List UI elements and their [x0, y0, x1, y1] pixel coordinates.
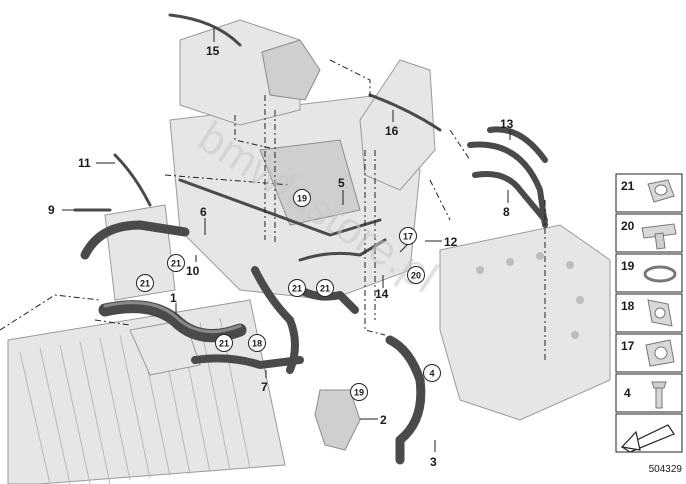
- circled-callout-4: 4: [423, 364, 441, 382]
- air-intake: [179, 19, 301, 126]
- circled-callout-21-a: 21: [167, 254, 185, 272]
- circled-callout-21-d: 21: [316, 279, 334, 297]
- callout-9: 9: [48, 203, 75, 217]
- hose-clamp-icon: [643, 265, 677, 283]
- circled-callout-21-c: 21: [288, 279, 306, 297]
- callout-2: 2: [360, 413, 387, 427]
- callout-5: 5: [338, 176, 345, 205]
- parts-legend: 21 20 19 18: [615, 173, 683, 475]
- svg-text:21: 21: [320, 284, 330, 294]
- svg-text:20: 20: [621, 219, 635, 233]
- svg-text:21: 21: [621, 179, 635, 193]
- svg-text:19: 19: [354, 388, 364, 398]
- svg-text:17: 17: [403, 232, 413, 242]
- legend-item-20: 20: [615, 213, 683, 253]
- callout-8: 8: [503, 190, 510, 219]
- svg-text:4: 4: [429, 369, 434, 379]
- circled-callout-19-bottom: 19: [350, 383, 368, 401]
- circled-callout-18: 18: [248, 334, 266, 352]
- engine-components: [7, 19, 611, 484]
- svg-text:3: 3: [430, 455, 437, 469]
- expansion-tank: [261, 39, 321, 101]
- svg-text:1: 1: [170, 291, 177, 305]
- svg-text:21: 21: [219, 339, 229, 349]
- reference-id: 504329: [649, 464, 683, 475]
- circled-callouts: 19 17 20 21 21 21 21 18: [136, 189, 441, 401]
- callout-16: 16: [385, 110, 399, 138]
- callout-14: 14: [375, 275, 389, 301]
- svg-text:5: 5: [338, 176, 345, 190]
- circled-callout-19-top: 19: [293, 189, 311, 207]
- svg-text:2: 2: [380, 413, 387, 427]
- svg-text:14: 14: [375, 287, 389, 301]
- t-connector-icon: [641, 223, 677, 250]
- clip-icon: [645, 339, 675, 367]
- circled-callout-21-b: 21: [136, 274, 154, 292]
- svg-text:16: 16: [385, 124, 399, 138]
- callout-1: 1: [170, 291, 177, 315]
- legend-item-19: 19: [615, 253, 683, 293]
- clamp-nut-icon: [647, 179, 675, 203]
- svg-text:10: 10: [186, 264, 200, 278]
- assembly-lines: [0, 59, 546, 360]
- svg-text:19: 19: [621, 259, 635, 273]
- svg-text:11: 11: [78, 156, 91, 170]
- callouts: 1 2 3 5 6 7 8 9: [48, 28, 514, 469]
- svg-text:4: 4: [624, 386, 631, 400]
- thermostat-housing: [314, 389, 361, 451]
- callout-7: 7: [261, 370, 268, 394]
- callout-13: 13: [500, 117, 514, 140]
- svg-text:19: 19: [297, 194, 307, 204]
- legend-item-18: 18: [615, 293, 683, 333]
- svg-text:15: 15: [206, 44, 220, 58]
- orientation-arrow-box: [615, 413, 683, 453]
- callout-12: 12: [425, 235, 458, 249]
- svg-text:8: 8: [503, 205, 510, 219]
- coolant-hoses: [73, 13, 548, 465]
- svg-text:6: 6: [200, 205, 207, 219]
- bracket-icon: [647, 299, 673, 327]
- svg-text:20: 20: [411, 271, 421, 281]
- svg-text:13: 13: [500, 117, 514, 131]
- screw-icon: [651, 381, 667, 409]
- svg-text:21: 21: [171, 259, 181, 269]
- callout-10: 10: [186, 255, 200, 278]
- svg-text:12: 12: [444, 235, 458, 249]
- arrow-icon: [620, 424, 675, 453]
- svg-text:9: 9: [48, 203, 55, 217]
- legend-item-21: 21: [615, 173, 683, 213]
- callout-6: 6: [200, 205, 207, 235]
- callout-11: 11: [78, 156, 115, 170]
- legend-item-17: 17: [615, 333, 683, 373]
- legend-item-4: 4: [615, 373, 683, 413]
- callout-15: 15: [206, 28, 220, 58]
- svg-text:18: 18: [621, 299, 635, 313]
- svg-text:18: 18: [252, 339, 262, 349]
- svg-text:7: 7: [261, 380, 268, 394]
- circled-callout-21-e: 21: [215, 334, 233, 352]
- callout-3: 3: [430, 440, 437, 469]
- turbocharger: [259, 139, 361, 226]
- circled-callout-20: 20: [407, 266, 425, 284]
- svg-text:17: 17: [621, 339, 635, 353]
- svg-text:21: 21: [292, 284, 302, 294]
- circled-callout-17: 17: [399, 227, 417, 253]
- svg-text:21: 21: [140, 279, 150, 289]
- cylinder-head: [439, 224, 611, 421]
